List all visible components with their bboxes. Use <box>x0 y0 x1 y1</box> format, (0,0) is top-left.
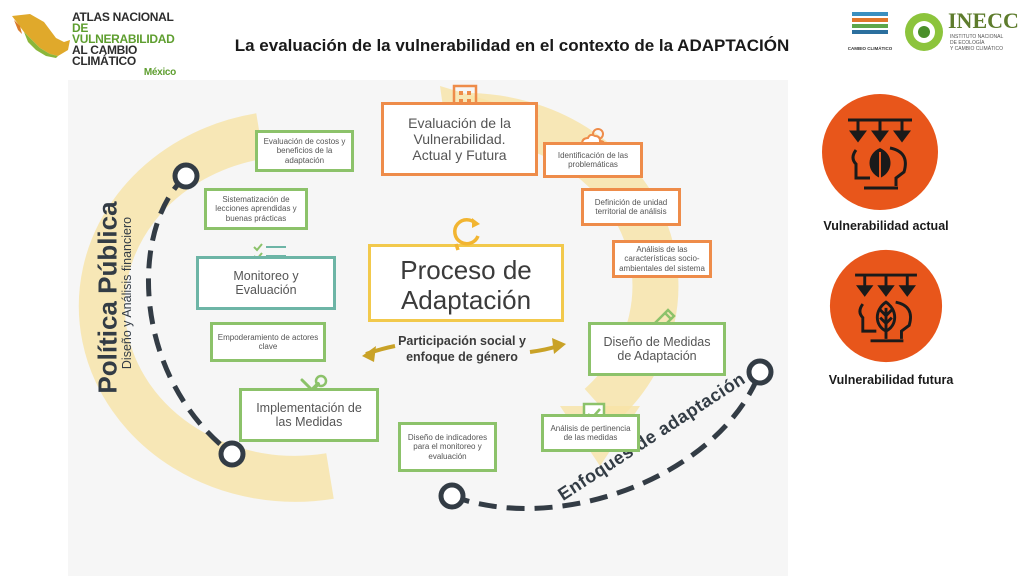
center-title-line1: Proceso de <box>400 255 532 285</box>
politica-path <box>145 174 234 456</box>
definicion-box: Definición de unidad territorial de anál… <box>581 188 681 226</box>
evaluacion-line1: Evaluación de la <box>408 114 511 131</box>
enfoques-node-right <box>746 358 774 386</box>
inecc-emblem-icon <box>905 13 943 51</box>
mexico-map-icon <box>12 14 70 58</box>
atlas-logo-line3: AL CAMBIO CLIMÁTICO <box>72 43 138 68</box>
inecc-logo: INECC INSTITUTO NACIONAL DE ECOLOGÍA Y C… <box>900 6 1020 58</box>
inecc-subtitle-3: Y CAMBIO CLIMÁTICO <box>950 46 1003 52</box>
politica-publica-title: Política Pública <box>92 201 123 394</box>
politica-node-bottom <box>218 440 246 468</box>
inecc-name: INECC <box>948 8 1019 33</box>
evaluacion-costos-box: Evaluación de costos y beneficios de la … <box>255 130 354 172</box>
sistematizacion-box: Sistematización de lecciones aprendidas … <box>204 188 308 230</box>
atlas-logo-line1: ATLAS NACIONAL <box>72 10 174 24</box>
monitoreo-box: Monitoreo y Evaluación <box>196 256 336 310</box>
participation-text-line1: Participación social y <box>398 334 526 348</box>
vulnerabilidad-futura-label: Vulnerabilidad futura <box>828 373 954 387</box>
identificacion-box: Identificación de las problemáticas <box>543 142 643 178</box>
evaluacion-vulnerabilidad-box: Evaluación de la Vulnerabilidad. Actual … <box>381 102 538 176</box>
implementacion-line1: Implementación de <box>256 400 362 415</box>
inecc-subtitle-1: INSTITUTO NACIONAL <box>950 34 1004 40</box>
implementacion-line2: las Medidas <box>275 415 343 429</box>
inecc-subtitle-2: DE ECOLOGÍA <box>950 40 985 46</box>
gov-logo-text: CAMBIO CLIMÁTICO <box>847 46 893 51</box>
monitoreo-line1: Monitoreo y <box>233 268 299 283</box>
vulnerabilidad-futura-icon <box>829 249 943 363</box>
page-title: La evaluación de la vulnerabilidad en el… <box>234 36 790 55</box>
cycle-icon <box>453 217 480 251</box>
analisis-caracteristicas-box: Análisis de las características socio-am… <box>612 240 712 278</box>
cloud-sun-icon <box>580 128 606 145</box>
diseno-medidas-line1: Diseño de Medidas <box>603 334 711 349</box>
enfoques-path <box>451 371 763 511</box>
evaluacion-line2: Vulnerabilidad. <box>413 130 506 147</box>
implementacion-box: Implementación de las Medidas <box>239 388 379 442</box>
atlas-logo-text: ATLAS NACIONAL DE VULNERABILIDAD AL CAMB… <box>72 10 190 78</box>
participation-text-line2: enfoque de género <box>406 350 518 364</box>
vulnerabilidad-actual-label: Vulnerabilidad actual <box>823 219 949 233</box>
diseno-indicadores-box: Diseño de indicadores para el monitoreo … <box>398 422 497 472</box>
atlas-logo-line4: México <box>143 67 176 78</box>
diseno-medidas-box: Diseño de Medidas de Adaptación <box>588 322 726 376</box>
politica-publica-subtitle: Diseño y Análisis financiero <box>120 216 134 370</box>
atlas-logo-line2: DE VULNERABILIDAD <box>72 21 175 46</box>
gov-emblem-icon <box>852 12 888 34</box>
evaluacion-line3: Actual y Futura <box>412 147 507 164</box>
participation-arrowhead-left <box>362 346 376 362</box>
analisis-pertinencia-box: Análisis de pertinencia de las medidas <box>541 414 640 452</box>
monitoreo-line2: Evaluación <box>235 283 297 297</box>
center-title-line2: Adaptación <box>400 285 532 315</box>
atlas-logo: ATLAS NACIONAL DE VULNERABILIDAD AL CAMB… <box>10 10 190 78</box>
center-box: Proceso de Adaptación <box>368 244 564 322</box>
politica-node-top <box>172 162 200 190</box>
empoderamiento-box: Empoderamiento de actores clave <box>210 322 326 362</box>
enfoques-node-left <box>438 482 466 510</box>
gov-logo: CAMBIO CLIMÁTICO <box>846 10 894 62</box>
vulnerabilidad-actual-icon <box>822 94 938 210</box>
diseno-medidas-line2: de Adaptación <box>617 349 697 363</box>
participation-arrowhead-right <box>552 338 566 354</box>
